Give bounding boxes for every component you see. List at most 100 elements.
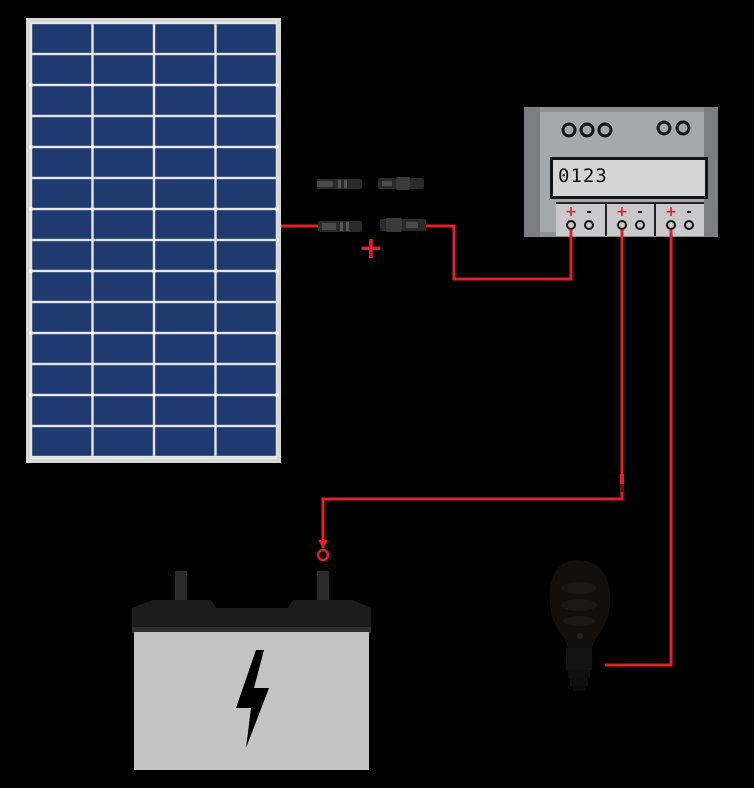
cell-junction-dot (90, 83, 95, 87)
solar-cells (32, 24, 276, 456)
solar-cell (216, 303, 276, 332)
charge-controller: 0123 + - + - + - (524, 107, 718, 237)
solar-cell (93, 396, 153, 425)
cell-junction-dot (90, 331, 95, 335)
solar-cell (216, 148, 276, 177)
cell-junction-dot (275, 269, 279, 273)
solar-cell (155, 117, 215, 146)
controller-side-left (524, 107, 540, 237)
solar-cell (155, 86, 215, 115)
cell-junction-dot (152, 331, 156, 335)
solar-cell (93, 86, 153, 115)
terminal-group-battery: + - (616, 204, 645, 230)
solar-cell (155, 210, 215, 239)
solar-cell (216, 396, 276, 425)
cell-junction-dot (213, 269, 218, 273)
battery (132, 571, 371, 770)
mc4-female-connector-upper (378, 177, 424, 190)
controller-button[interactable] (561, 122, 577, 138)
cell-junction-dot (213, 83, 218, 87)
solar-cell (216, 179, 276, 208)
solar-cell (32, 24, 92, 53)
solar-cell (216, 334, 276, 363)
controller-button[interactable] (656, 120, 672, 136)
solar-cell (216, 427, 276, 456)
terminal-screw[interactable] (584, 220, 594, 230)
mc4-connectors: + (317, 177, 426, 266)
battery-top (132, 600, 371, 628)
solar-panel (26, 18, 281, 463)
solar-cell (155, 179, 215, 208)
battery-wire-arrow (318, 540, 328, 548)
controller-button[interactable] (675, 120, 691, 136)
solar-cell (32, 55, 92, 84)
cell-junction-dot (152, 393, 156, 397)
solar-cell (32, 241, 92, 270)
controller-lcd: 0123 (550, 157, 708, 199)
mc4-male-connector-upper (317, 179, 362, 189)
cell-junction-dot (29, 207, 33, 211)
terminal-strip (556, 203, 704, 236)
solar-cell (155, 272, 215, 301)
battery-rim (132, 627, 371, 633)
solar-cell (155, 148, 215, 177)
solar-cell (216, 272, 276, 301)
terminal-minus-label: - (686, 204, 692, 220)
cell-junction-dot (29, 145, 33, 149)
cell-junction-dot (152, 207, 156, 211)
wire-controller-to-battery (321, 230, 624, 548)
solar-cell (155, 241, 215, 270)
solar-cell (93, 334, 153, 363)
solar-cell (155, 427, 215, 456)
solar-cell (93, 210, 153, 239)
terminal-minus-label: - (637, 204, 643, 220)
wire-connector-to-controller (426, 224, 573, 281)
terminal-screw[interactable] (635, 220, 645, 230)
solar-cell (93, 55, 153, 84)
solar-cell (93, 148, 153, 177)
cell-junction-dot (152, 83, 156, 87)
solar-cell (32, 427, 92, 456)
terminal-group-panel: + - (565, 204, 594, 230)
controller-button[interactable] (597, 122, 613, 138)
terminal-screw[interactable] (566, 220, 576, 230)
wire-controller-to-load (605, 230, 673, 667)
solar-cell (155, 365, 215, 394)
solar-cell (216, 117, 276, 146)
cell-junction-dot (29, 269, 33, 273)
solar-cell (216, 210, 276, 239)
cell-junction-dot (152, 145, 156, 149)
solar-cell (155, 303, 215, 332)
controller-button[interactable] (579, 122, 595, 138)
wires (281, 224, 673, 667)
controller-buttons (561, 120, 691, 138)
cell-junction-dot (213, 207, 218, 211)
solar-cell (216, 86, 276, 115)
solar-cell (155, 396, 215, 425)
mc4-female-connector-lower (380, 218, 426, 232)
solar-cell (93, 24, 153, 53)
cell-junction-dot (275, 145, 279, 149)
cell-junction-dot (90, 393, 95, 397)
solar-cell (32, 365, 92, 394)
terminal-screw[interactable] (684, 220, 694, 230)
cell-junction-dot (213, 145, 218, 149)
solar-cell (32, 396, 92, 425)
connector-polarity-plus: + (358, 231, 383, 266)
cell-junction-dot (90, 145, 95, 149)
solar-cell (32, 303, 92, 332)
wire-junction-mark (620, 474, 624, 484)
controller-lcd-readout: 0123 (558, 165, 608, 187)
cell-junction-dot (90, 269, 95, 273)
terminal-plus-label: + (616, 204, 628, 220)
solar-cell (93, 179, 153, 208)
terminal-screw[interactable] (617, 220, 627, 230)
cell-junction-dot (275, 207, 279, 211)
cell-junction-dot (213, 393, 218, 397)
terminal-screw[interactable] (666, 220, 676, 230)
solar-cell (216, 241, 276, 270)
solar-cell (93, 303, 153, 332)
solar-cell (155, 24, 215, 53)
